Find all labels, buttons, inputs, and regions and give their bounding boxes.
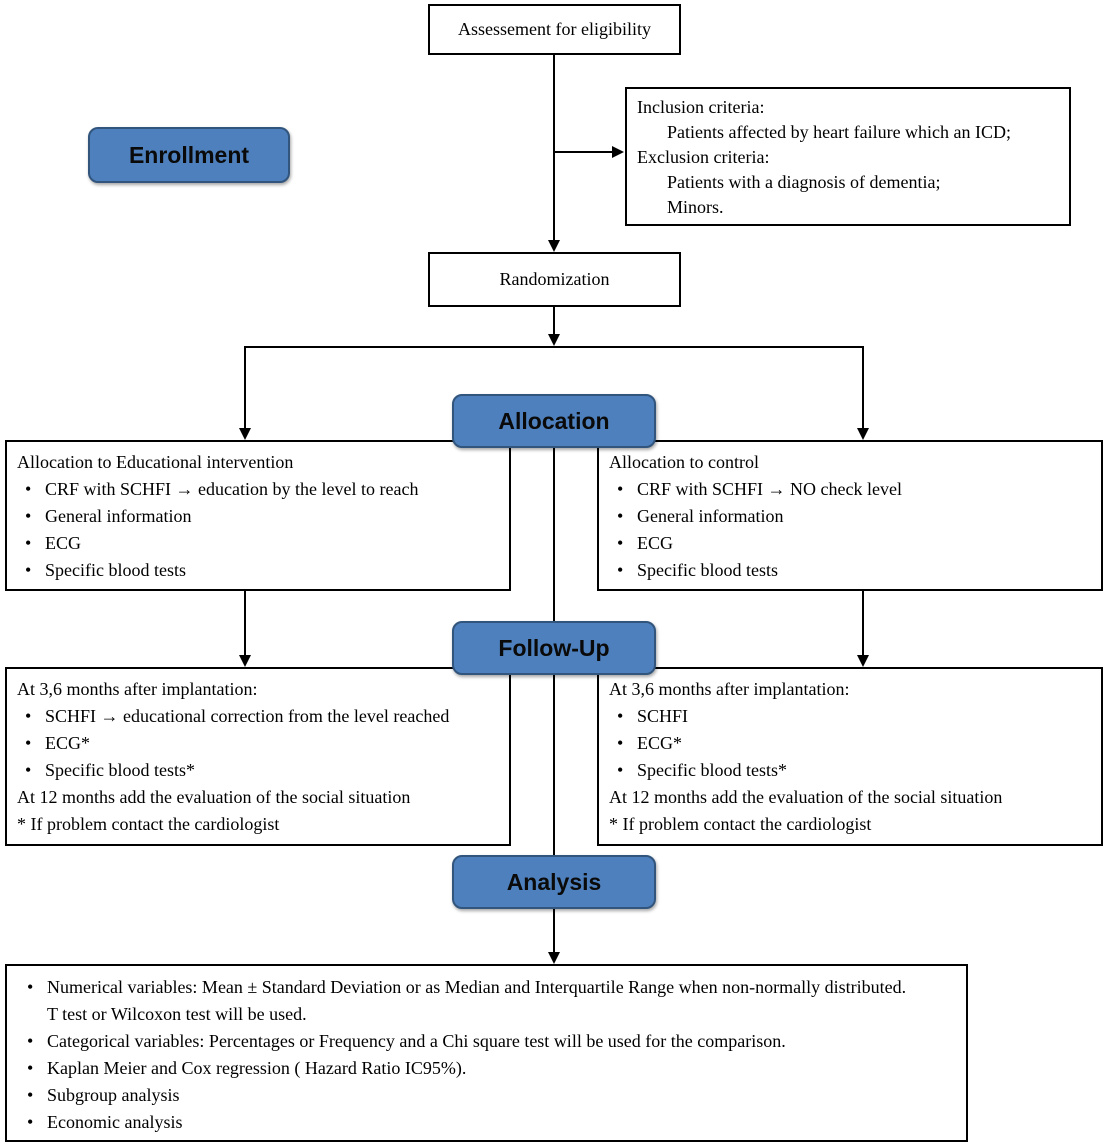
list-item: • CRF with SCHFI → NO check level	[609, 476, 1091, 503]
list-item: • General information	[609, 503, 1091, 530]
list-item: • Kaplan Meier and Cox regression ( Hazar…	[19, 1055, 954, 1082]
bullet-icon: •	[25, 506, 32, 526]
followup-intervention-title: At 3,6 months after implantation:	[17, 679, 258, 699]
list-item: • Economic analysis	[19, 1109, 954, 1136]
bullet-icon: •	[617, 533, 624, 553]
list-item: • Specific blood tests	[609, 557, 1091, 584]
bullet-icon: •	[617, 733, 624, 753]
bullet-icon: •	[25, 733, 32, 753]
arrowhead-results-icon	[548, 952, 560, 964]
arrowhead-right-allocation-icon	[857, 428, 869, 440]
list-item: • Specific blood tests*	[609, 757, 1091, 784]
bullet-icon: •	[25, 560, 32, 580]
randomization-label: Randomization	[499, 269, 610, 289]
arrowhead-right-followup-icon	[857, 655, 869, 667]
list-item: • ECG	[17, 530, 499, 557]
allocation-intervention-bullet: General information	[45, 506, 192, 526]
analysis-line: Subgroup analysis	[47, 1085, 180, 1105]
criteria-inclusion-item: Patients affected by heart failure which…	[667, 122, 1012, 142]
randomization-box: Randomization	[428, 252, 681, 307]
analysis-line: Numerical variables: Mean ± Standard Dev…	[47, 977, 907, 997]
enrollment-badge: Enrollment	[88, 127, 290, 183]
followup-control-bullet: Specific blood tests*	[637, 760, 787, 780]
bullet-icon: •	[25, 533, 32, 553]
analysis-line: Economic analysis	[47, 1112, 183, 1132]
allocation-badge: Allocation	[452, 394, 656, 448]
analysis-line-continuation: T test or Wilcoxon test will be used.	[47, 1004, 307, 1024]
allocation-intervention-title: Allocation to Educational intervention	[17, 452, 294, 472]
bullet-icon: •	[617, 479, 624, 499]
arrowhead-left-allocation-icon	[239, 428, 251, 440]
followup-control-box: At 3,6 months after implantation: • SCHFI…	[597, 667, 1103, 846]
allocation-control-bullet: Specific blood tests	[637, 560, 778, 580]
followup-label: Follow-Up	[498, 634, 610, 661]
arrowhead-to-criteria-icon	[612, 146, 624, 158]
allocation-control-bullet: CRF with SCHFI → NO check level	[637, 479, 902, 499]
list-item: • CRF with SCHFI → education by the level…	[17, 476, 499, 503]
bullet-icon: •	[27, 1058, 34, 1078]
criteria-inclusion-heading: Inclusion criteria:	[637, 97, 765, 117]
eligibility-label: Assessement for eligibility	[458, 19, 651, 39]
list-item: • Categorical variables: Percentages or F…	[19, 1028, 954, 1055]
bullet-icon: •	[617, 760, 624, 780]
criteria-box: Inclusion criteria: Patients affected by…	[625, 87, 1071, 226]
followup-intervention-bullet: ECG*	[45, 733, 90, 753]
analysis-label: Analysis	[506, 868, 602, 895]
followup-control-bullet: ECG*	[637, 733, 682, 753]
followup-control-note: At 12 months add the evaluation of the s…	[609, 787, 1003, 807]
arrowhead-left-followup-icon	[239, 655, 251, 667]
followup-intervention-footnote: * If problem contact the cardiologist	[17, 814, 280, 834]
bullet-icon: •	[25, 479, 32, 499]
list-item: • Specific blood tests*	[17, 757, 499, 784]
arrowhead-to-randomization-icon	[548, 240, 560, 252]
eligibility-box: Assessement for eligibility	[428, 4, 681, 55]
followup-badge: Follow-Up	[452, 621, 656, 675]
list-item: • General information	[17, 503, 499, 530]
list-item: • ECG*	[17, 730, 499, 757]
list-item: • SCHFI → educational correction from the…	[17, 703, 499, 730]
followup-intervention-note: At 12 months add the evaluation of the s…	[17, 787, 411, 807]
followup-intervention-bullet: Specific blood tests*	[45, 760, 195, 780]
criteria-exclusion-item: Minors.	[667, 197, 724, 217]
criteria-exclusion-item: Patients with a diagnosis of dementia;	[667, 172, 941, 192]
enrollment-label: Enrollment	[128, 141, 250, 168]
arrowhead-to-split-icon	[548, 334, 560, 346]
bullet-icon: •	[617, 506, 624, 526]
allocation-control-bullet: ECG	[637, 533, 673, 553]
bullet-icon: •	[617, 560, 624, 580]
list-item: • Specific blood tests	[17, 557, 499, 584]
list-item: • ECG	[609, 530, 1091, 557]
analysis-box: • Numerical variables: Mean ± Standard De…	[5, 964, 968, 1142]
allocation-intervention-bullet: ECG	[45, 533, 81, 553]
criteria-exclusion-heading: Exclusion criteria:	[637, 147, 770, 167]
bullet-icon: •	[25, 760, 32, 780]
allocation-control-bullet: General information	[637, 506, 784, 526]
bullet-icon: •	[27, 977, 34, 997]
allocation-intervention-box: Allocation to Educational intervention •…	[5, 440, 511, 591]
followup-control-footnote: * If problem contact the cardiologist	[609, 814, 872, 834]
followup-control-bullet: SCHFI	[637, 706, 689, 726]
allocation-control-box: Allocation to control • CRF with SCHFI → …	[597, 440, 1103, 591]
analysis-line: Categorical variables: Percentages or Fr…	[47, 1031, 786, 1051]
bullet-icon: •	[27, 1112, 34, 1132]
list-item: • Subgroup analysis	[19, 1082, 954, 1109]
bullet-icon: •	[27, 1085, 34, 1105]
allocation-label: Allocation	[498, 407, 610, 434]
list-item: • Numerical variables: Mean ± Standard De…	[19, 974, 954, 1001]
followup-intervention-box: At 3,6 months after implantation: • SCHFI…	[5, 667, 511, 846]
list-item: • ECG*	[609, 730, 1091, 757]
allocation-intervention-bullet: Specific blood tests	[45, 560, 186, 580]
allocation-intervention-bullet: CRF with SCHFI → education by the level …	[45, 479, 419, 499]
followup-intervention-bullet: SCHFI → educational correction from the …	[45, 706, 450, 726]
bullet-icon: •	[25, 706, 32, 726]
analysis-badge: Analysis	[452, 855, 656, 909]
followup-control-title: At 3,6 months after implantation:	[609, 679, 850, 699]
bullet-icon: •	[27, 1031, 34, 1051]
analysis-line: Kaplan Meier and Cox regression ( Hazard…	[47, 1058, 467, 1078]
allocation-control-title: Allocation to control	[609, 452, 759, 472]
bullet-icon: •	[617, 706, 624, 726]
list-item: • SCHFI	[609, 703, 1091, 730]
